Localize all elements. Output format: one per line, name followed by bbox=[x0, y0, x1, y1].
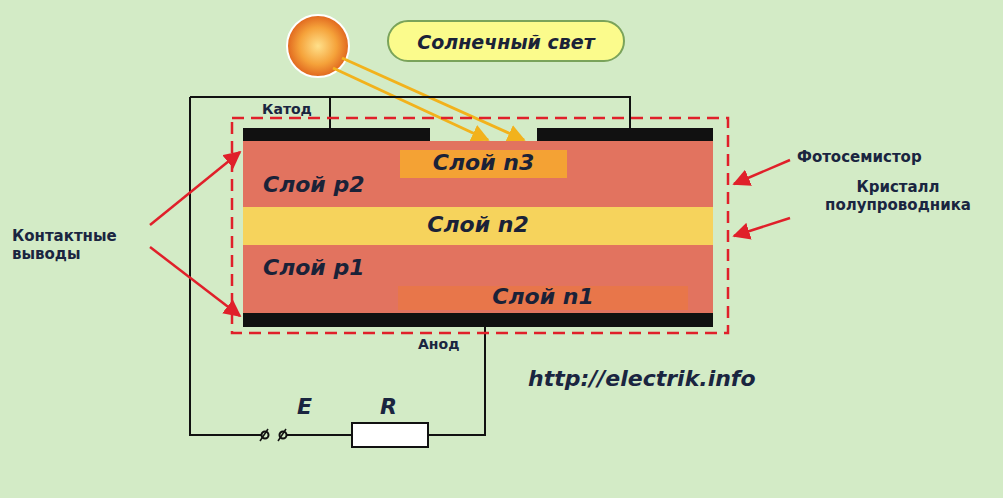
layer-n3: Слой n3 bbox=[400, 150, 567, 178]
anode-contact bbox=[243, 313, 713, 327]
layer-label: Слой p2 bbox=[263, 172, 365, 198]
watermark: http://electrik.info bbox=[528, 366, 756, 392]
light-label-pill: Солнечный свет bbox=[387, 20, 625, 62]
source-terminal bbox=[260, 429, 268, 441]
layer-label: Солнечный свет bbox=[417, 31, 594, 54]
resistor-symbol bbox=[352, 423, 428, 447]
leader-arrow bbox=[150, 152, 240, 225]
callout-label: Кристалл полупроводника bbox=[798, 178, 998, 214]
leader-arrow bbox=[734, 218, 790, 236]
layer-label: Слой n1 bbox=[492, 284, 593, 310]
source-terminal bbox=[278, 429, 286, 441]
layer-p2: Слой p2 Слой n3 bbox=[243, 141, 713, 207]
layer-n2: Слой n2 bbox=[243, 207, 713, 245]
sun bbox=[287, 15, 349, 77]
leader-arrow bbox=[734, 160, 790, 184]
layer-n1: Слой n1 bbox=[398, 286, 688, 310]
device-outline bbox=[232, 118, 728, 333]
light-ray bbox=[342, 58, 524, 140]
resistor-label: R bbox=[380, 394, 397, 420]
source-label: E bbox=[297, 394, 312, 420]
layer-p1: Слой p1 Слой n1 bbox=[243, 245, 713, 313]
terminal-label: Анод bbox=[418, 336, 459, 353]
cathode-contact bbox=[243, 128, 430, 141]
terminal-label: Катод bbox=[262, 101, 312, 118]
layer-label: Слой n2 bbox=[427, 212, 528, 238]
callout-label: Контактные выводы bbox=[12, 227, 152, 263]
callout-label: Фотосемистор bbox=[797, 148, 922, 166]
cathode-contact bbox=[537, 128, 713, 141]
layer-label: Слой p1 bbox=[263, 255, 365, 281]
leader-arrow bbox=[150, 247, 240, 316]
layer-label: Слой n3 bbox=[433, 150, 534, 176]
